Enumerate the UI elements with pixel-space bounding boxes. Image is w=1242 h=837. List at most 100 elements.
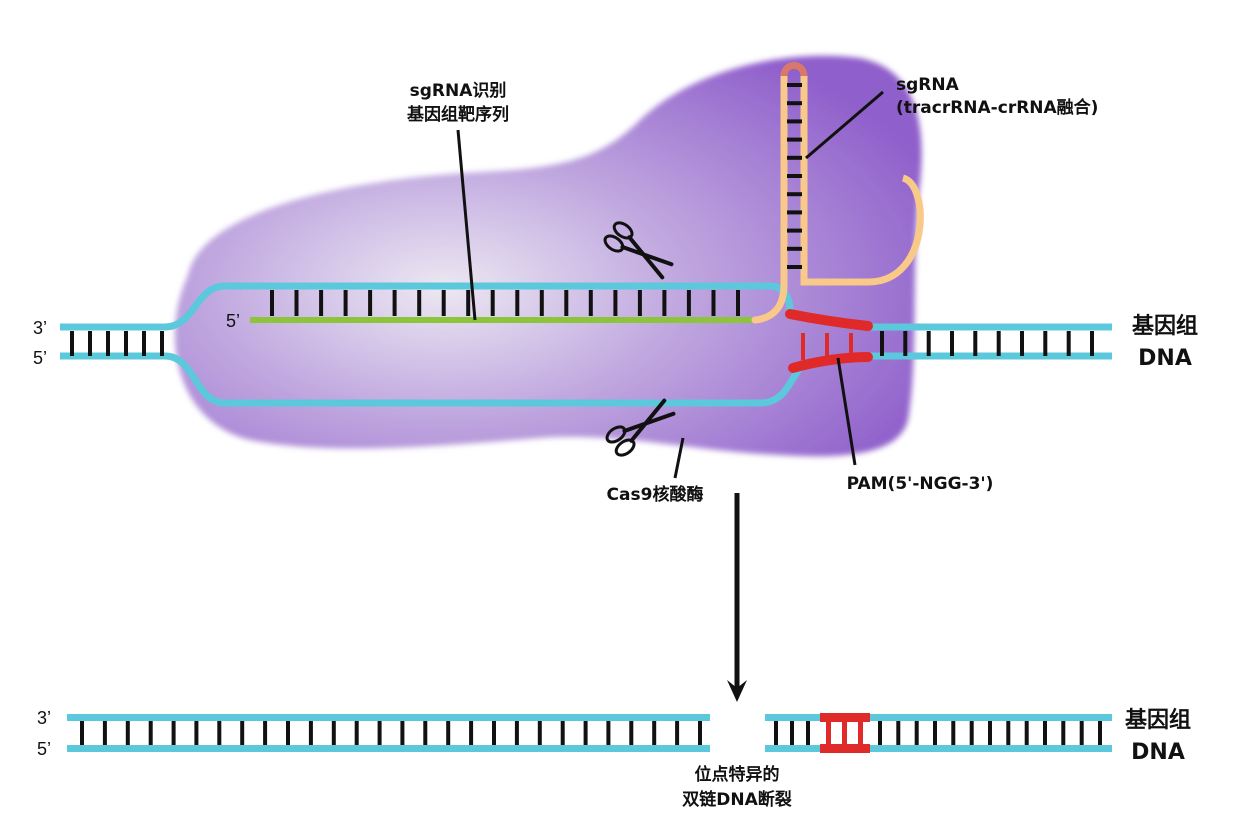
base-pair	[270, 290, 274, 316]
base-pair	[698, 721, 702, 745]
leader-sgrna-recognition	[456, 129, 477, 321]
base-pair	[490, 290, 495, 316]
base-pair	[950, 331, 954, 356]
base-pair	[492, 721, 496, 745]
base-pair	[903, 331, 908, 356]
genomic-dna-top	[60, 282, 1112, 407]
base-pair	[1020, 331, 1024, 356]
label-genome-dna-bottom-line2: DNA	[1131, 740, 1185, 765]
cleaved-genomic-dna	[67, 713, 1112, 753]
sgrna-base-pair	[787, 137, 802, 142]
label-genome-dna-top-line1: 基因组	[1132, 313, 1198, 339]
sgrna-hairpin-loop	[869, 174, 924, 286]
base-pair	[469, 721, 474, 745]
sgrna-base-pair	[787, 246, 802, 251]
sgrna-base-pair	[787, 101, 802, 106]
base-pair	[368, 290, 373, 316]
base-pair	[1043, 721, 1047, 745]
base-pair	[914, 721, 919, 745]
base-pair	[675, 721, 680, 745]
base-pair	[148, 721, 153, 745]
base-pair	[171, 721, 176, 745]
base-pair	[1079, 721, 1084, 745]
base-pair	[515, 290, 520, 316]
base-pair	[951, 721, 956, 745]
strand-end-top-upper: 3’	[33, 318, 47, 338]
base-pair	[106, 331, 110, 356]
sgrna-base-pair	[787, 210, 802, 215]
base-pair	[400, 721, 405, 745]
pam-bridge	[849, 333, 853, 360]
base-pair	[1090, 331, 1094, 356]
base-pair	[539, 290, 544, 316]
base-pair	[790, 721, 794, 745]
pam-upper-strand	[785, 309, 873, 331]
sgrna-base-pair	[787, 192, 802, 197]
base-pair	[466, 290, 471, 316]
sgrna-base-pair	[787, 155, 802, 160]
pam-bridge	[801, 333, 805, 360]
base-pair	[294, 290, 299, 316]
base-pair	[662, 290, 667, 316]
strand-end-bottom-lower: 5’	[37, 739, 51, 759]
pam-remnant	[820, 713, 870, 753]
sgrna-scaffold	[751, 62, 924, 324]
base-pair	[124, 331, 128, 356]
base-pair	[606, 721, 611, 745]
base-pair	[583, 721, 588, 745]
leader-sgrna-name	[805, 90, 884, 160]
dna-strand-lower-right	[765, 745, 1112, 752]
cas9-enzyme-body	[174, 55, 922, 457]
base-pair	[1006, 721, 1011, 745]
pam-bridge	[825, 333, 829, 360]
strand-end-guide-start: 5’	[226, 311, 240, 331]
sgrna-stem-right	[800, 75, 870, 286]
base-pair	[417, 290, 422, 316]
sgrna-base-pair	[787, 119, 802, 124]
base-pair	[896, 721, 901, 745]
base-pair	[1098, 721, 1102, 745]
base-pair	[711, 290, 716, 316]
base-pair	[514, 721, 519, 745]
sgrna-loop-tip	[780, 62, 808, 77]
base-pair	[423, 721, 428, 745]
leader-pam	[836, 357, 857, 466]
strand-end-bottom-upper: 3’	[37, 708, 51, 728]
base-pair	[878, 721, 882, 745]
base-pair	[560, 721, 565, 745]
base-pair	[308, 721, 313, 745]
base-pair	[286, 721, 290, 745]
dna-strand-upper-left	[67, 714, 710, 721]
base-pair	[102, 721, 107, 745]
base-pair	[142, 331, 146, 356]
base-pair	[736, 290, 740, 316]
base-pair	[537, 721, 542, 745]
pam-lower-strand	[788, 352, 873, 373]
base-pair	[441, 290, 446, 316]
label-sgrna-name-line1: sgRNA	[896, 75, 960, 95]
base-pair	[354, 721, 359, 745]
sgrna-connector	[751, 71, 788, 324]
base-pair	[1066, 331, 1071, 356]
sgrna-base-pair	[787, 265, 802, 269]
scissors-icon	[605, 398, 676, 457]
strand-end-top-lower: 5’	[33, 348, 47, 368]
base-pair	[125, 721, 130, 745]
base-pair	[70, 331, 74, 356]
sgrna-base-pair	[787, 228, 802, 233]
base-pair	[263, 721, 268, 745]
base-pair	[1043, 331, 1048, 356]
base-pair	[686, 290, 691, 316]
dna-strand-lower-left	[67, 745, 710, 752]
base-pair	[377, 721, 382, 745]
label-dsb-line2: 双链DNA断裂	[682, 789, 792, 810]
base-pair	[613, 290, 618, 316]
base-pair	[319, 290, 324, 316]
base-pair	[969, 721, 974, 745]
base-pair	[392, 290, 397, 316]
arrow-down-icon	[727, 493, 747, 702]
label-cas9: Cas9核酸酶	[607, 484, 704, 505]
dna-strand-lower	[60, 352, 803, 407]
label-pam: PAM(5'-NGG-3')	[847, 474, 994, 494]
